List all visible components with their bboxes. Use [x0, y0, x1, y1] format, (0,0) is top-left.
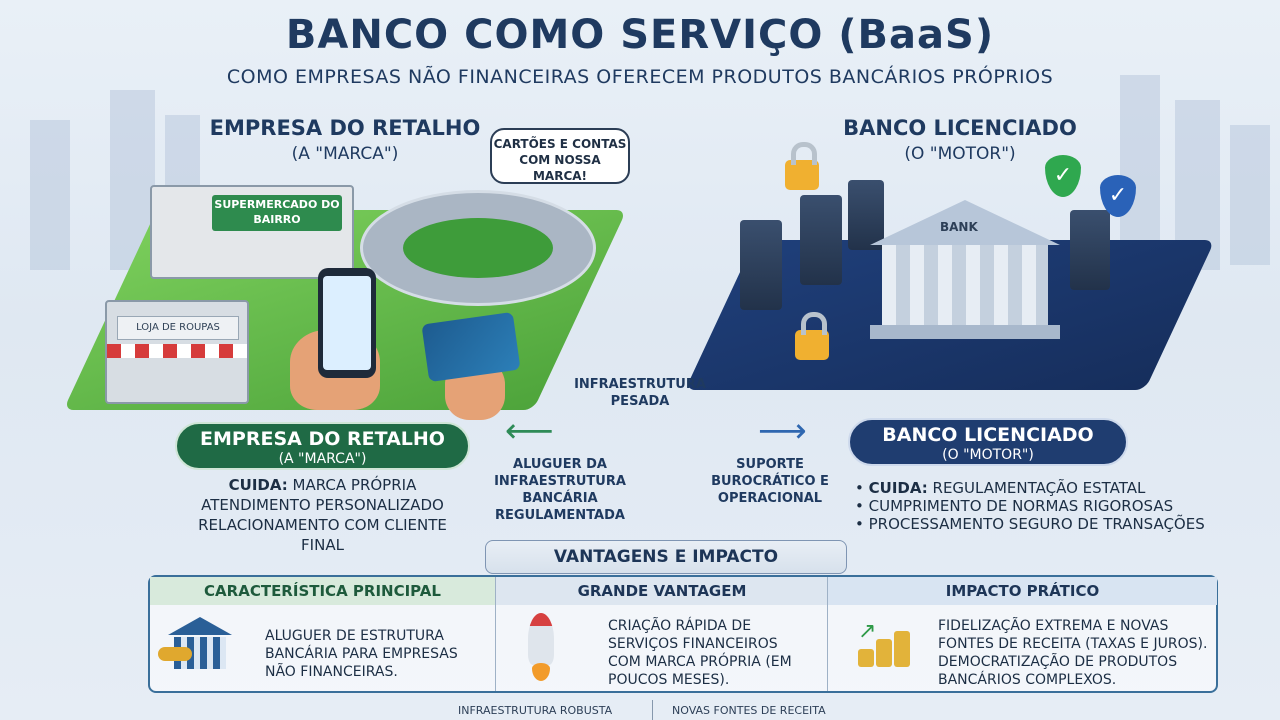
main-feature-header: CARACTERÍSTICA PRINCIPAL — [150, 577, 495, 605]
main-feature-column: CARACTERÍSTICA PRINCIPAL ALUGUER DE ESTR… — [150, 577, 495, 691]
shield-check-icon: ✓ — [1100, 175, 1136, 217]
practical-impact-column: IMPACTO PRÁTICO ↗ FIDELIZAÇÃO EXTREMA E … — [827, 577, 1217, 691]
shield-check-icon: ✓ — [1045, 155, 1081, 197]
server-icon — [800, 195, 842, 285]
main-feature-text: ALUGUER DE ESTRUTURA BANCÁRIA PARA EMPRE… — [265, 628, 458, 680]
retail-care-text: MARCA PRÓPRIA — [292, 476, 417, 494]
bank-care-list: • CUIDA: REGULAMENTAÇÃO ESTATAL • CUMPRI… — [855, 479, 1215, 533]
left-side-subtitle: (A "MARCA") — [291, 144, 399, 164]
retail-care-item: CUIDA: MARCA PRÓPRIA — [180, 475, 465, 495]
bank-care-text: REGULAMENTAÇÃO ESTATAL — [932, 479, 1146, 497]
footer-divider — [652, 700, 653, 720]
page-title: BANCO COMO SERVIÇO (BaaS) — [285, 12, 995, 58]
advantages-table: CARACTERÍSTICA PRINCIPAL ALUGUER DE ESTR… — [148, 575, 1218, 693]
coin-stack — [894, 631, 910, 667]
bank-care-item: • CUIDA: REGULAMENTAÇÃO ESTATAL — [855, 479, 1146, 497]
bank-base — [870, 325, 1060, 339]
supermarket-illustration: SUPERMERCADO DO BAIRRO — [150, 185, 354, 279]
skyline-building — [1230, 125, 1270, 265]
big-advantage-header: GRANDE VANTAGEM — [496, 577, 828, 605]
trend-arrow-icon: ↗ — [858, 619, 877, 644]
rocket-icon — [528, 613, 554, 665]
stadium-illustration — [360, 190, 596, 306]
store-awning — [107, 344, 247, 358]
footer-revenue: NOVAS FONTES DE RECEITA — [672, 704, 826, 717]
coin-stack — [876, 639, 892, 667]
bank-columns — [882, 245, 1048, 325]
practical-impact-header: IMPACTO PRÁTICO — [828, 577, 1217, 605]
bank-badge-subtitle: (O "MOTOR") — [942, 447, 1034, 463]
retail-care-list: CUIDA: MARCA PRÓPRIA ATENDIMENTO PERSONA… — [180, 475, 465, 555]
stadium-field — [403, 218, 553, 278]
bank-care-text: PROCESSAMENTO SEGURO DE TRANSAÇÕES — [868, 515, 1205, 533]
bank-care-item: • CUMPRIMENTO DE NORMAS RIGOROSAS — [855, 497, 1174, 515]
bank-care-text: CUMPRIMENTO DE NORMAS RIGOROSAS — [868, 497, 1174, 515]
coin-stack — [858, 649, 874, 667]
page-subtitle: COMO EMPRESAS NÃO FINANCEIRAS OFERECEM P… — [226, 66, 1054, 88]
bank-roof — [870, 200, 1060, 245]
smartphone-screen — [323, 276, 371, 370]
right-flow-arrow-icon: ⟶ — [758, 411, 807, 451]
support-flow-label: SUPORTE BUROCRÁTICO E OPERACIONAL — [711, 457, 829, 506]
bank-label: BANK — [940, 220, 978, 234]
rental-flow-label: ALUGUER DA INFRAESTRUTURA BANCÁRIA REGUL… — [494, 457, 626, 523]
bank-building-icon: BANK — [870, 200, 1060, 340]
smartphone-icon — [318, 268, 376, 378]
coins-growth-icon: ↗ — [852, 619, 912, 677]
clothing-store-illustration: LOJA DE ROUPAS — [105, 300, 249, 404]
lock-icon — [795, 312, 829, 360]
big-advantage-text: CRIAÇÃO RÁPIDA DE SERVIÇOS FINANCEIROS C… — [608, 618, 792, 688]
speech-bubble: CARTÕES E CONTAS COM NOSSA MARCA! — [490, 128, 630, 184]
practical-impact-text: FIDELIZAÇÃO EXTREMA E NOVAS FONTES DE RE… — [938, 618, 1208, 688]
left-side-title: EMPRESA DO RETALHO — [209, 116, 481, 140]
retail-care-item: ATENDIMENTO PERSONALIZADO — [201, 496, 444, 514]
big-advantage-column: GRANDE VANTAGEM CRIAÇÃO RÁPIDA DE SERVIÇ… — [495, 577, 828, 691]
skyline-building — [1120, 75, 1160, 265]
key-icon — [158, 647, 192, 661]
bank-badge-title: BANCO LICENCIADO — [882, 424, 1094, 446]
server-icon — [740, 220, 782, 310]
supermarket-sign: SUPERMERCADO DO BAIRRO — [212, 195, 342, 231]
right-side-subtitle: (O "MOTOR") — [904, 144, 1016, 164]
retail-badge-subtitle: (A "MARCA") — [278, 451, 367, 467]
retail-care-item: RELACIONAMENTO COM CLIENTE FINAL — [198, 516, 447, 554]
rocket-flame-icon — [532, 663, 550, 681]
retail-badge-title: EMPRESA DO RETALHO — [200, 428, 445, 450]
licensed-bank-badge: BANCO LICENCIADO (O "MOTOR") — [848, 418, 1128, 466]
server-icon — [1070, 210, 1110, 290]
left-flow-arrow-icon: ⟵ — [505, 411, 554, 451]
skyline-building — [30, 120, 70, 270]
advantages-heading: VANTAGENS E IMPACTO — [485, 540, 847, 574]
retail-care-label: CUIDA: — [228, 476, 288, 494]
clothing-store-sign: LOJA DE ROUPAS — [117, 316, 239, 340]
bank-care-item: • PROCESSAMENTO SEGURO DE TRANSAÇÕES — [855, 515, 1205, 533]
infrastructure-label: INFRAESTRUTURA PESADA — [574, 377, 706, 409]
bank-care-label: CUIDA: — [868, 479, 928, 497]
retail-company-badge: EMPRESA DO RETALHO (A "MARCA") — [175, 422, 470, 470]
right-side-title: BANCO LICENCIADO — [843, 116, 1077, 140]
bank-icon-roof — [168, 617, 232, 635]
lock-icon — [785, 142, 819, 190]
footer-infrastructure: INFRAESTRUTURA ROBUSTA — [458, 704, 613, 717]
